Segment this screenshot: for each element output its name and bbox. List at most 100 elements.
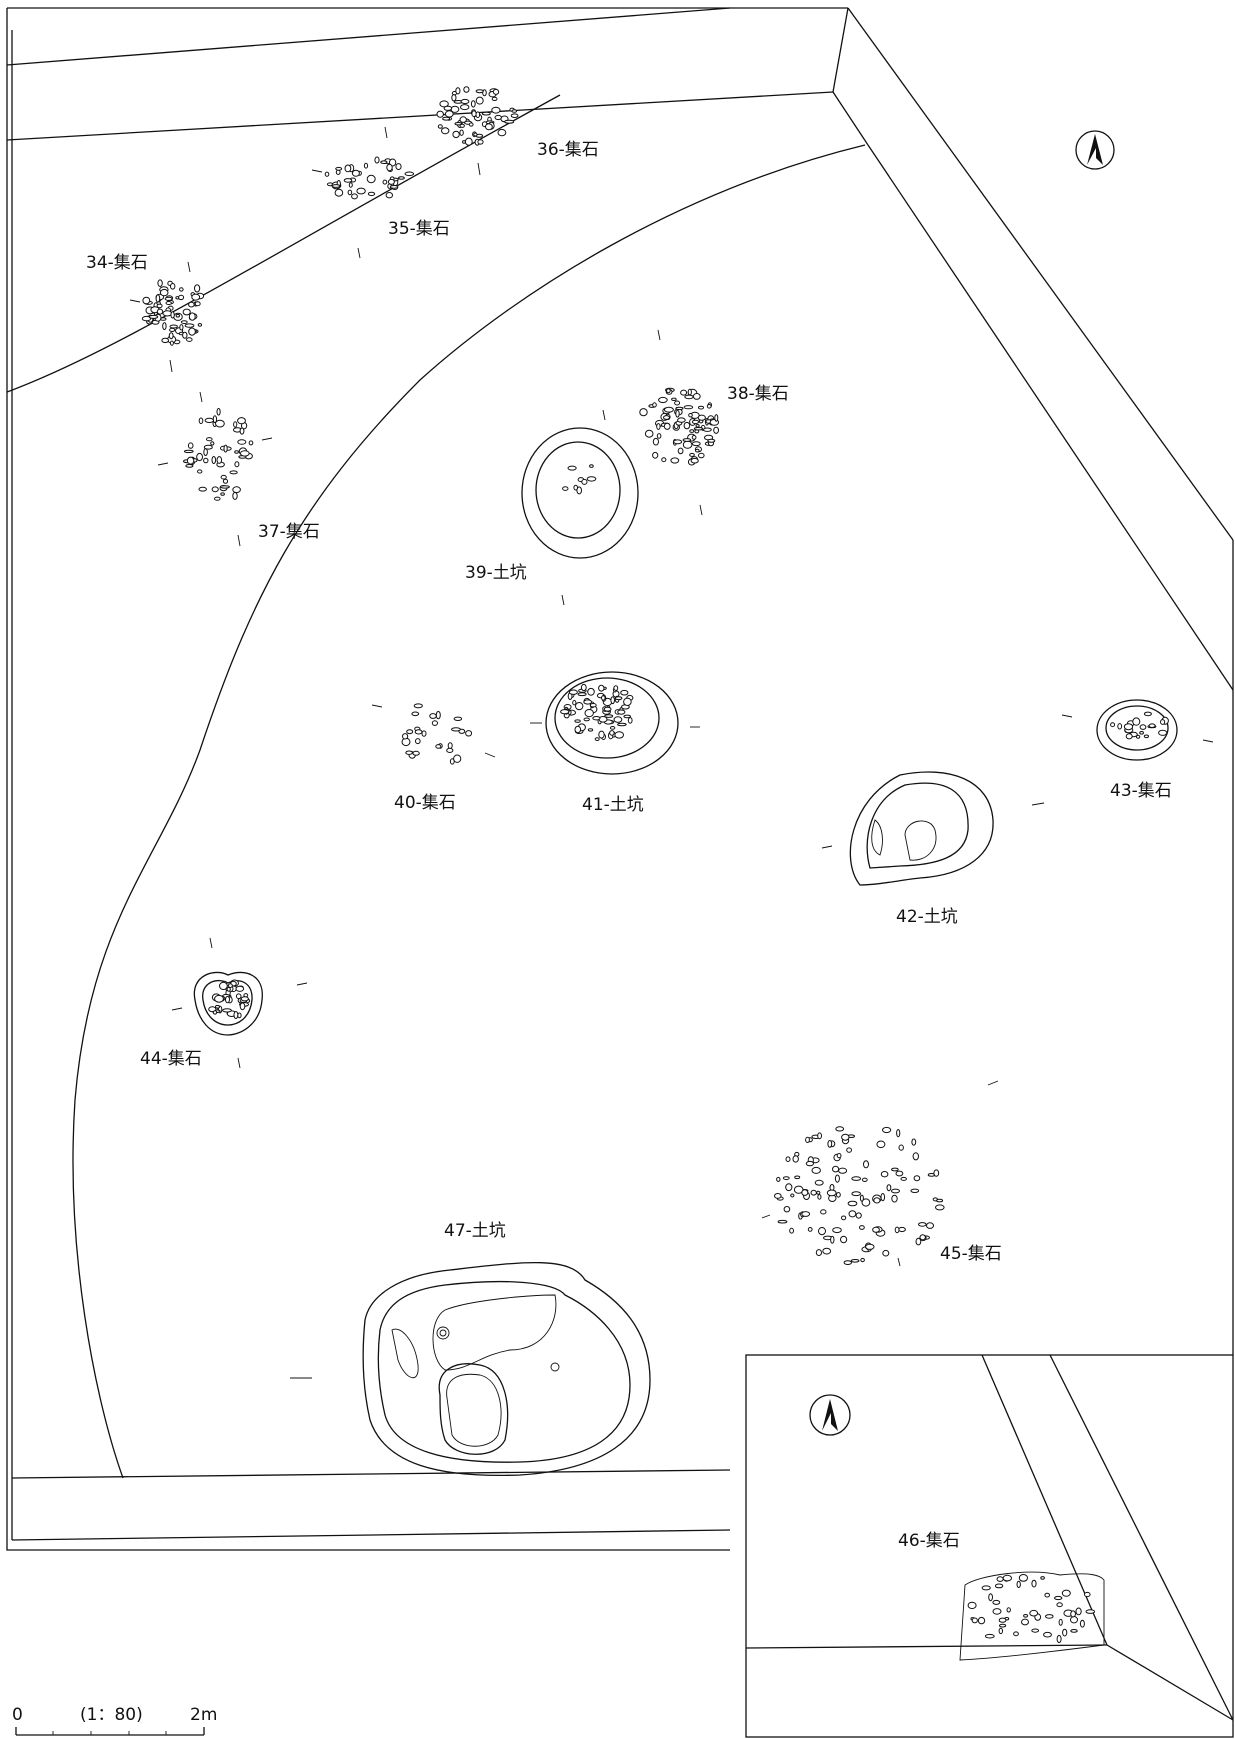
stone bbox=[1070, 1629, 1078, 1633]
stone bbox=[609, 726, 616, 730]
stone bbox=[237, 439, 247, 445]
stone bbox=[186, 456, 195, 465]
pit-41 bbox=[545, 671, 679, 775]
stone bbox=[682, 440, 693, 449]
stone bbox=[248, 440, 254, 446]
stone bbox=[587, 687, 595, 696]
stone bbox=[984, 1633, 995, 1639]
stone bbox=[789, 1227, 794, 1234]
stone bbox=[783, 1206, 791, 1213]
stone bbox=[459, 129, 464, 136]
stone bbox=[816, 1190, 821, 1195]
stone bbox=[206, 437, 213, 442]
stone bbox=[851, 1191, 862, 1197]
stone bbox=[663, 422, 671, 430]
stone bbox=[589, 703, 597, 708]
stone bbox=[162, 310, 173, 317]
stone bbox=[698, 452, 705, 459]
stone bbox=[331, 184, 341, 188]
stone bbox=[652, 437, 660, 446]
stone bbox=[661, 457, 667, 463]
scale-bar-end-label: 2m bbox=[190, 1705, 217, 1725]
stone bbox=[1139, 731, 1144, 735]
label-feature-42: 42-土坑 bbox=[896, 907, 958, 927]
stone bbox=[491, 96, 498, 102]
stone bbox=[443, 105, 453, 111]
stone bbox=[627, 717, 633, 724]
stone bbox=[656, 423, 661, 430]
stone bbox=[229, 470, 238, 475]
stone bbox=[366, 174, 376, 184]
stone bbox=[175, 313, 181, 318]
stone bbox=[1125, 733, 1133, 740]
stone bbox=[465, 730, 473, 737]
stone bbox=[818, 1227, 826, 1236]
stone bbox=[223, 444, 228, 453]
stone bbox=[562, 486, 569, 491]
stone bbox=[894, 1226, 900, 1234]
stone bbox=[586, 476, 597, 482]
stone bbox=[872, 1226, 880, 1233]
stone bbox=[215, 419, 225, 428]
stone bbox=[475, 89, 484, 94]
stone bbox=[861, 1198, 871, 1207]
stone bbox=[832, 1227, 842, 1234]
stone bbox=[203, 448, 208, 457]
stone bbox=[237, 417, 246, 425]
stone bbox=[169, 340, 174, 346]
stone bbox=[492, 88, 500, 95]
stone bbox=[197, 323, 203, 327]
stone bbox=[1056, 1634, 1062, 1644]
stone bbox=[179, 287, 184, 292]
pit-42 bbox=[849, 771, 994, 886]
stone bbox=[160, 317, 167, 321]
stone bbox=[682, 438, 692, 442]
stone bbox=[451, 727, 461, 732]
stone bbox=[1056, 1602, 1063, 1608]
stone bbox=[807, 1227, 813, 1232]
stone bbox=[497, 128, 507, 137]
stone bbox=[690, 457, 699, 464]
stone bbox=[185, 464, 194, 468]
stone bbox=[583, 717, 590, 722]
stone bbox=[219, 981, 228, 991]
stone bbox=[159, 288, 169, 297]
stone bbox=[1018, 1574, 1029, 1582]
pit-39 bbox=[521, 427, 639, 559]
stone bbox=[891, 1194, 898, 1203]
stone bbox=[967, 1601, 977, 1610]
scale-bar-start-label: 0 bbox=[12, 1705, 23, 1725]
label-feature-47: 47-土坑 bbox=[444, 1221, 506, 1241]
stone bbox=[220, 474, 227, 480]
stone bbox=[1148, 723, 1156, 729]
stone bbox=[1110, 722, 1116, 728]
stone bbox=[677, 417, 686, 423]
stone bbox=[935, 1204, 945, 1211]
stone bbox=[895, 1170, 904, 1177]
terrace-edge-curves bbox=[6, 94, 866, 1479]
pit-44 bbox=[193, 971, 263, 1036]
stone bbox=[385, 192, 393, 199]
stone bbox=[933, 1169, 940, 1177]
stone bbox=[886, 1184, 892, 1192]
stone bbox=[859, 1225, 865, 1230]
stone bbox=[356, 187, 366, 195]
stone bbox=[198, 417, 204, 425]
stone bbox=[996, 1576, 1004, 1582]
stone bbox=[1016, 1580, 1021, 1589]
stone bbox=[1139, 724, 1147, 730]
stone bbox=[1062, 1628, 1068, 1637]
north-arrow-icon bbox=[809, 1394, 851, 1436]
stone bbox=[1117, 723, 1123, 730]
stone bbox=[673, 439, 683, 445]
stone bbox=[663, 415, 670, 420]
stone bbox=[156, 308, 164, 315]
pit-47 bbox=[362, 1261, 651, 1477]
stone bbox=[912, 1152, 919, 1161]
stone bbox=[1043, 1631, 1052, 1638]
north-arrow-icon bbox=[1075, 130, 1115, 170]
label-feature-45: 45-集石 bbox=[940, 1244, 1002, 1264]
stone bbox=[186, 337, 193, 342]
stone bbox=[697, 414, 706, 421]
stone bbox=[584, 709, 594, 718]
